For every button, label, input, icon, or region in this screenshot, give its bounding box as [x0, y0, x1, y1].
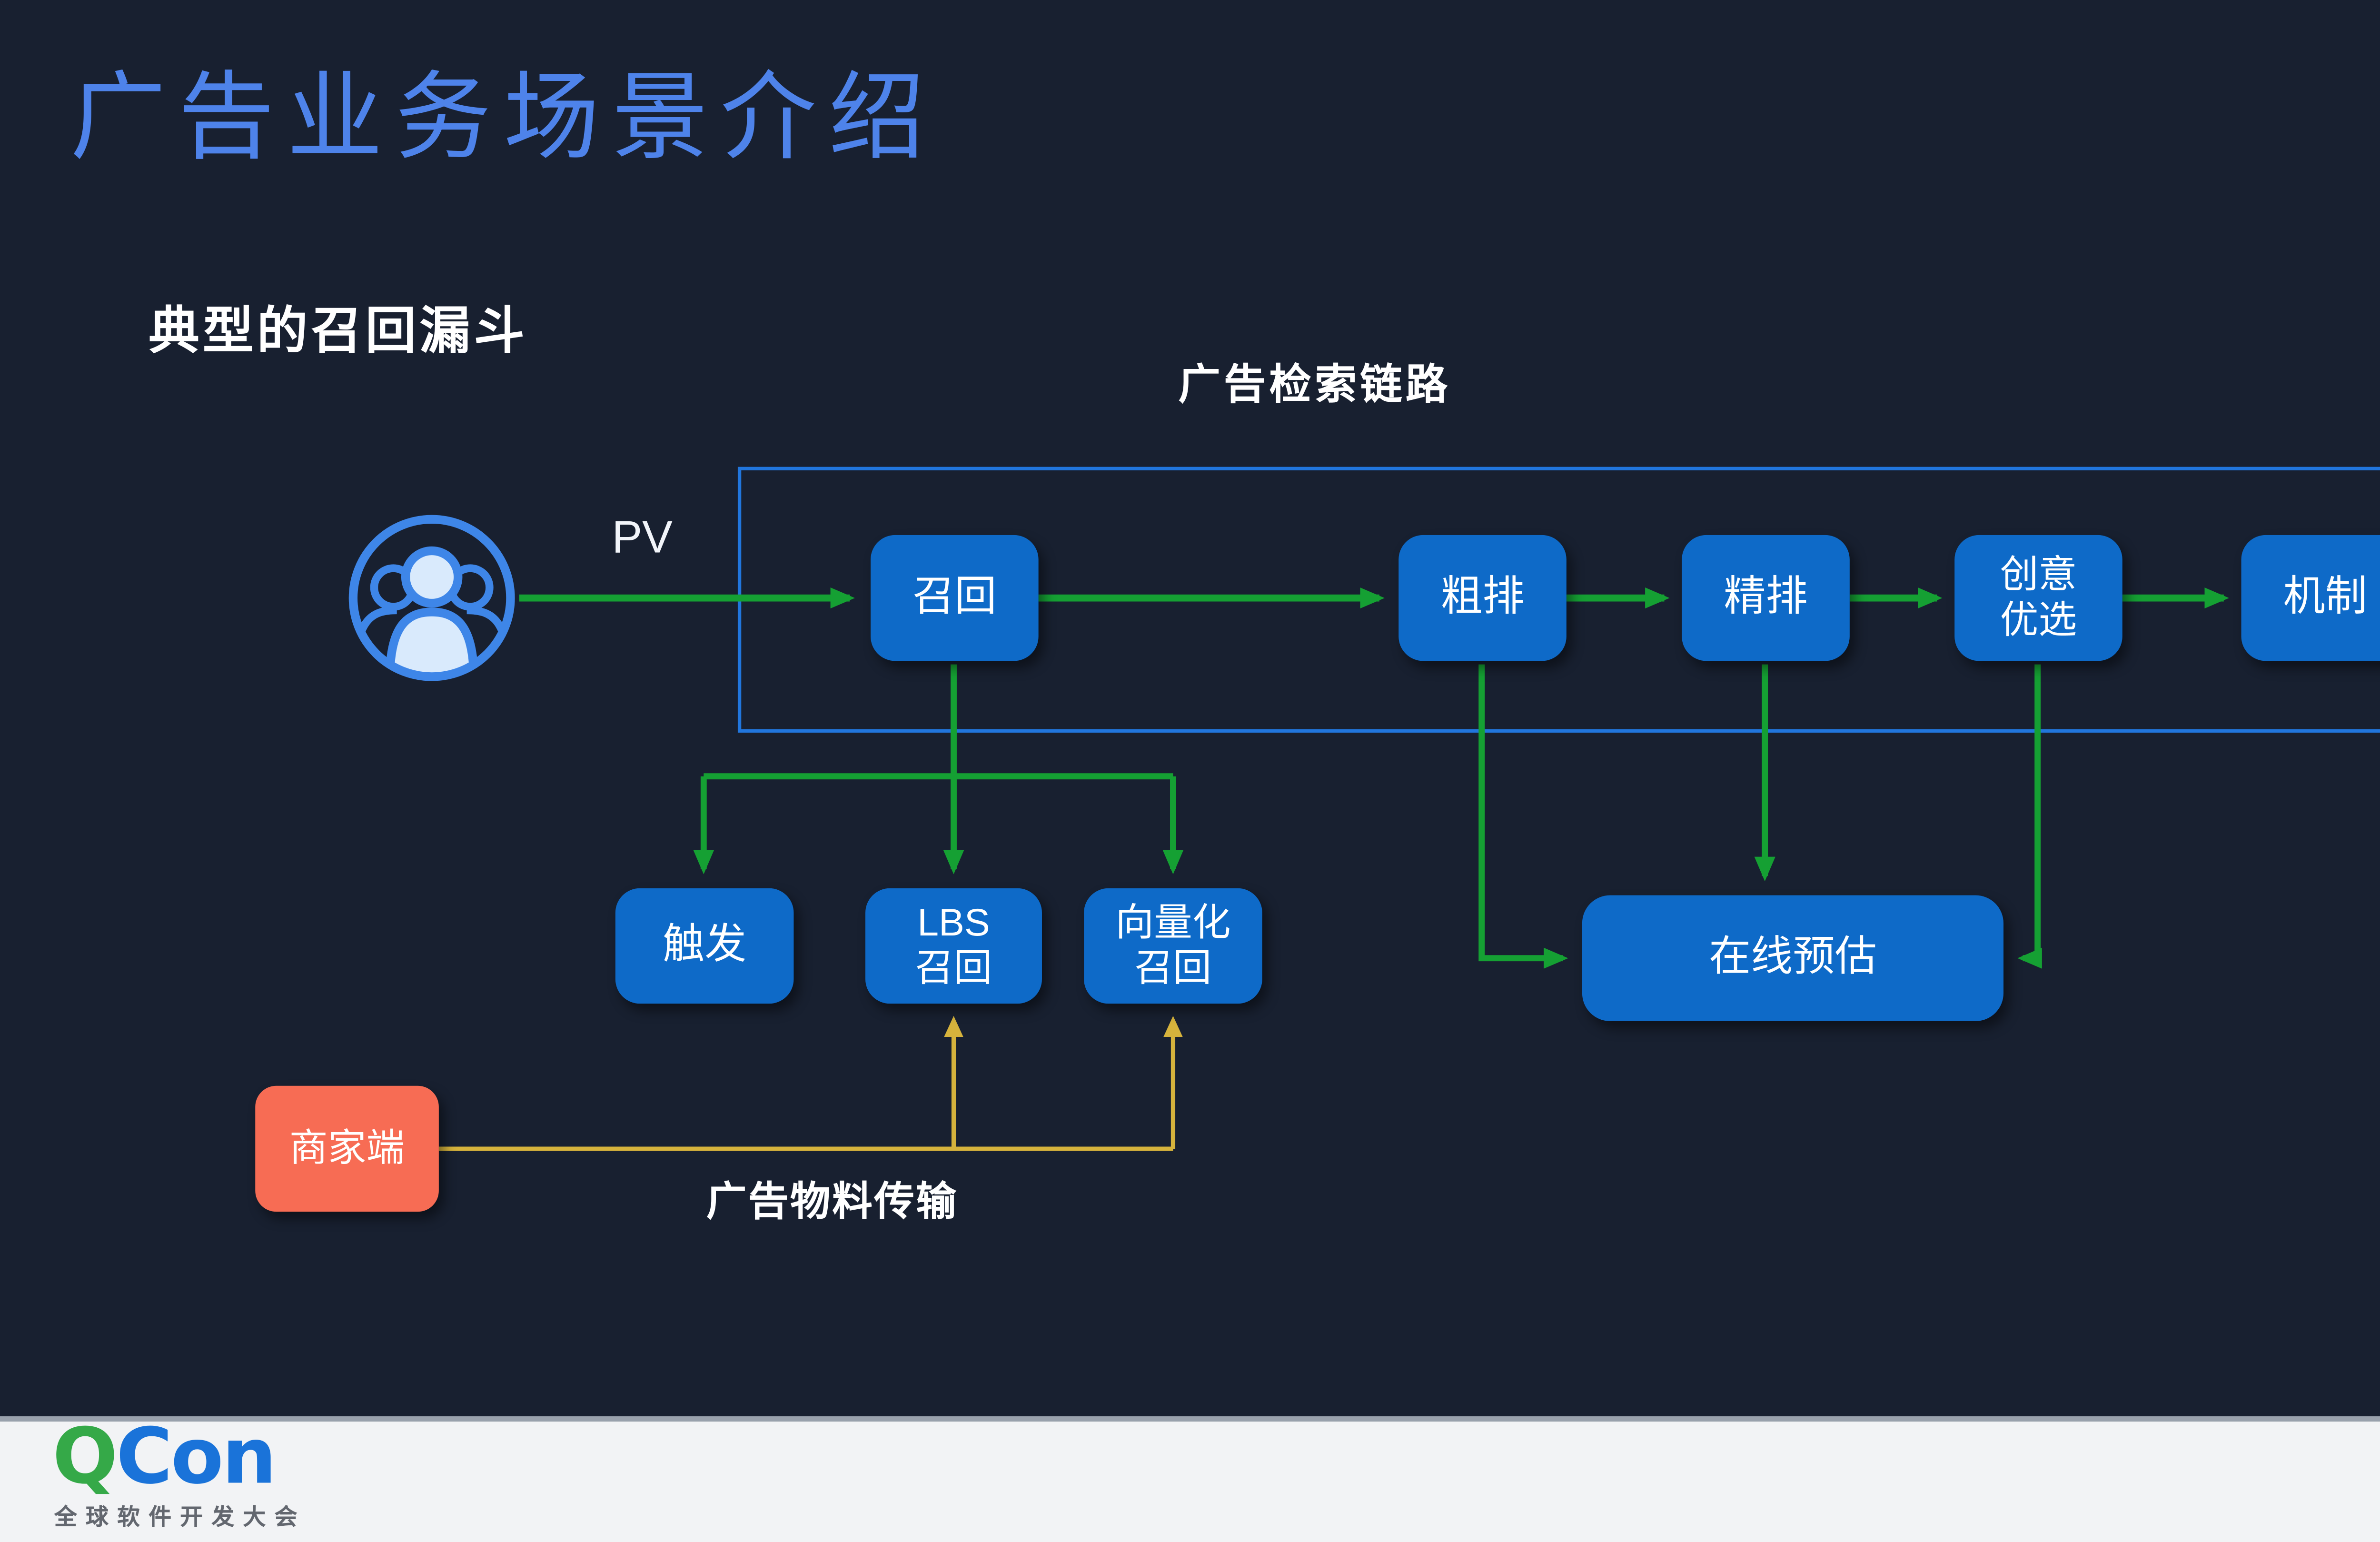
node-online-estimation: 在线预估 [1582, 895, 2004, 1021]
node-mechanism: 机制 [2241, 535, 2380, 661]
audience-user-icon-inner [357, 546, 507, 674]
node-fine-rank: 精排 [1682, 535, 1850, 661]
section-heading: 典型的召回漏斗 [149, 304, 528, 360]
node-lbs-recall: LBS 召回 [865, 888, 1042, 1004]
node-vector-recall: 向量化 召回 [1084, 888, 1262, 1004]
qcon-logo-subtitle: 全球软件开发大会 [54, 1503, 306, 1530]
qcon-logo-con: Con [116, 1413, 277, 1502]
node-creative-selection: 创意 优选 [1954, 535, 2122, 661]
audience-user-icon [348, 515, 515, 681]
node-coarse-rank: 粗排 [1398, 535, 1567, 661]
node-trigger: 触发 [615, 888, 794, 1004]
diagram-title: 广告检索链路 [1178, 362, 1451, 409]
footer-strip [0, 1416, 2380, 1542]
node-merchant: 商家端 [255, 1085, 439, 1212]
page-title: 广告业务场景介绍 [69, 61, 937, 173]
pv-label: PV [612, 510, 673, 563]
qcon-logo-q: Q [52, 1413, 118, 1502]
node-recall: 召回 [871, 535, 1039, 661]
material-flow-label: 广告物料传输 [706, 1178, 958, 1224]
qcon-logo: QCon [52, 1419, 277, 1497]
